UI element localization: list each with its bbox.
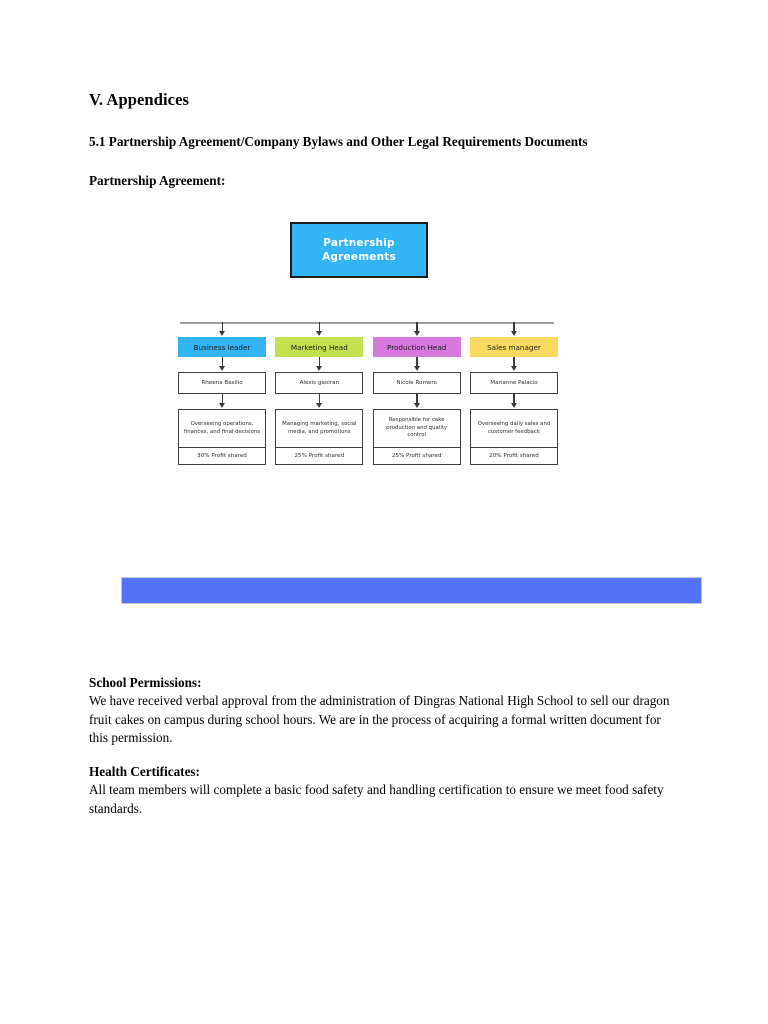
org-chart-root-label: Partnership Agreements [322, 236, 396, 264]
arrow-down-icon [509, 357, 518, 372]
arrow-down-icon [412, 357, 421, 372]
school-permissions-heading: School Permissions: [89, 675, 202, 690]
root-label-line2: Agreements [322, 251, 396, 263]
partnership-org-chart: Partnership Agreements Business leader R… [178, 218, 558, 503]
role-box: Marketing Head [275, 337, 364, 357]
role-description-box: Responsible for cake production and qual… [372, 409, 461, 447]
member-name-box: Nicole Romero [372, 372, 461, 394]
health-certificates-heading: Health Certificates: [89, 764, 200, 779]
org-chart-column: Sales manager Marianne Palacio Overseein… [469, 322, 558, 465]
org-chart-columns: Business leader Rheena Basilio Overseein… [178, 322, 558, 465]
arrow-down-icon [218, 322, 227, 337]
arrow-down-icon [218, 394, 227, 409]
member-name-box: Marianne Palacio [469, 372, 558, 394]
health-certificates-body: All team members will complete a basic f… [89, 781, 664, 816]
profit-share-box: 30% Profit shared [178, 447, 266, 465]
member-name-box: Rheena Basilio [178, 372, 266, 394]
arrow-down-icon [509, 394, 518, 409]
profit-share-box: 25% Profit shared [275, 447, 364, 465]
profit-share-box: 25% Profit shared [372, 447, 461, 465]
partnership-agreement-label: Partnership Agreement: [89, 172, 226, 188]
page-title: V. Appendices [89, 90, 190, 109]
arrow-down-icon [315, 357, 324, 372]
role-box: Business leader [178, 337, 266, 357]
role-description-box: Managing marketing, social media, and pr… [275, 409, 364, 447]
arrow-down-icon [412, 394, 421, 409]
document-heading-block: V. Appendices 5.1 Partnership Agreement/… [89, 90, 679, 189]
role-description-box: Overseeing daily sales and customer feed… [469, 409, 558, 447]
org-chart-column: Business leader Rheena Basilio Overseein… [178, 322, 266, 465]
org-chart-root-node: Partnership Agreements [290, 222, 428, 278]
school-permissions-section: School Permissions: We have received ver… [89, 674, 681, 748]
arrow-down-icon [315, 394, 324, 409]
org-chart-connector-bus [180, 322, 554, 324]
section-subheading: 5.1 Partnership Agreement/Company Bylaws… [89, 133, 588, 149]
arrow-down-icon [509, 322, 518, 337]
role-box: Sales manager [469, 337, 558, 357]
arrow-down-icon [218, 357, 227, 372]
health-certificates-section: Health Certificates: All team members wi… [89, 763, 681, 818]
role-box: Production Head [372, 337, 461, 357]
org-chart-column: Production Head Nicole Romero Responsibl… [372, 322, 461, 465]
profit-share-box: 20% Profit shared [469, 447, 558, 465]
blue-banner [121, 577, 702, 604]
school-permissions-body: We have received verbal approval from th… [89, 692, 670, 746]
org-chart-column: Marketing Head Alexis gaoiran Managing m… [275, 322, 364, 465]
member-name-box: Alexis gaoiran [275, 372, 364, 394]
arrow-down-icon [412, 322, 421, 337]
role-description-box: Overseeing operations, finances, and fin… [178, 409, 266, 447]
root-label-line1: Partnership [323, 236, 395, 249]
arrow-down-icon [315, 322, 324, 337]
